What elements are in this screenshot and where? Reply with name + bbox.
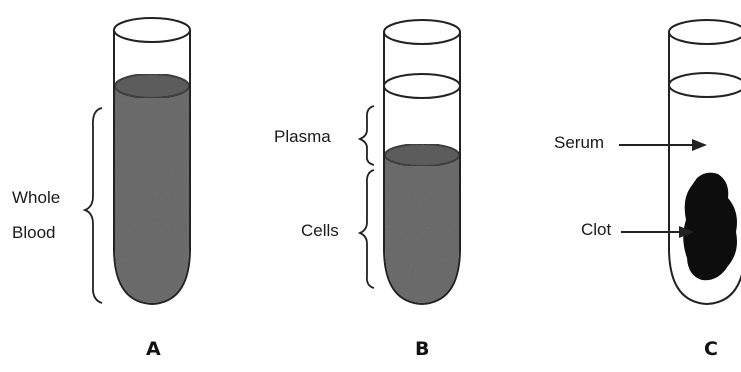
tube-a-blood-surface [115,74,189,98]
serum-label: Serum [554,132,604,154]
tube-b-cells-surface [385,144,459,166]
tube-b-rim [384,20,460,44]
tube-c [619,20,741,304]
tube-a [85,18,190,304]
panel-letter-c: C [704,338,718,360]
tube-a-rim [114,18,190,42]
whole-label: Whole [12,187,60,209]
tube-a-blood [115,86,189,303]
whole-blood-brace [85,108,102,303]
panel-letter-b: B [415,338,429,360]
cells-brace [360,170,374,288]
serum-arrow-head [692,139,707,151]
tube-c-clot [683,173,737,281]
plasma-brace [360,106,374,165]
clot-label: Clot [581,219,611,241]
panel-letter-a: A [146,338,161,360]
tube-b-cells [385,155,459,303]
tube-b-plasma-surface [384,74,460,98]
tube-c-serum-surface [669,73,741,97]
plasma-label: Plasma [274,126,331,148]
tube-c-rim [669,20,741,44]
cells-label: Cells [301,220,339,242]
blood-label: Blood [12,222,55,244]
tube-b [360,20,460,304]
